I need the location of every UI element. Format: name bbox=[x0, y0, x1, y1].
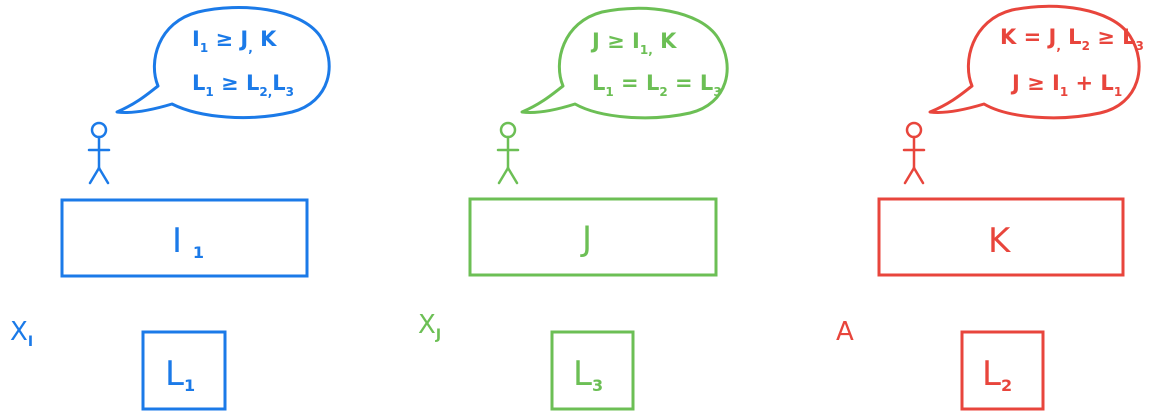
small-box-label: L2 bbox=[982, 354, 1012, 395]
thought-bubble bbox=[520, 6, 729, 120]
agent-group-j: J ≥ I1, K L1 = L2 = L3 J XJ L3 bbox=[418, 6, 729, 411]
main-box-label: I 1 bbox=[172, 221, 204, 262]
small-box bbox=[141, 330, 227, 411]
thought-line-2: L1 = L2 = L3 bbox=[592, 71, 722, 99]
agent-group-i: I1 ≥ J, K L1 ≥ L2,L3 I 1 XI L1 bbox=[10, 6, 331, 411]
stick-figure-icon bbox=[902, 121, 926, 185]
thought-bubble bbox=[928, 4, 1141, 120]
side-label: A bbox=[836, 317, 854, 347]
stick-figure-icon bbox=[87, 121, 111, 185]
main-box bbox=[877, 197, 1125, 277]
agent-group-k: K = J, L2 ≥ L3 J ≥ I1 + L1 K A L2 bbox=[836, 4, 1144, 411]
small-box-label: L1 bbox=[165, 354, 195, 395]
stick-figure-icon bbox=[496, 121, 520, 185]
thought-line-1: I1 ≥ J, K bbox=[192, 27, 277, 55]
main-box-label: K bbox=[988, 221, 1012, 261]
main-box bbox=[468, 197, 718, 277]
side-label: XI bbox=[10, 317, 33, 350]
main-box-label: J bbox=[580, 219, 592, 259]
side-label: XJ bbox=[418, 310, 441, 343]
main-box bbox=[60, 198, 309, 278]
thought-line-2: J ≥ I1 + L1 bbox=[1010, 71, 1122, 99]
small-box bbox=[960, 330, 1045, 411]
thought-line-1: J ≥ I1, K bbox=[590, 29, 677, 57]
small-box bbox=[550, 330, 635, 411]
thought-bubble bbox=[115, 6, 331, 119]
small-box-label: L3 bbox=[573, 354, 603, 395]
thought-line-1: K = J, L2 ≥ L3 bbox=[1000, 25, 1144, 53]
thought-line-2: L1 ≥ L2,L3 bbox=[192, 71, 294, 99]
